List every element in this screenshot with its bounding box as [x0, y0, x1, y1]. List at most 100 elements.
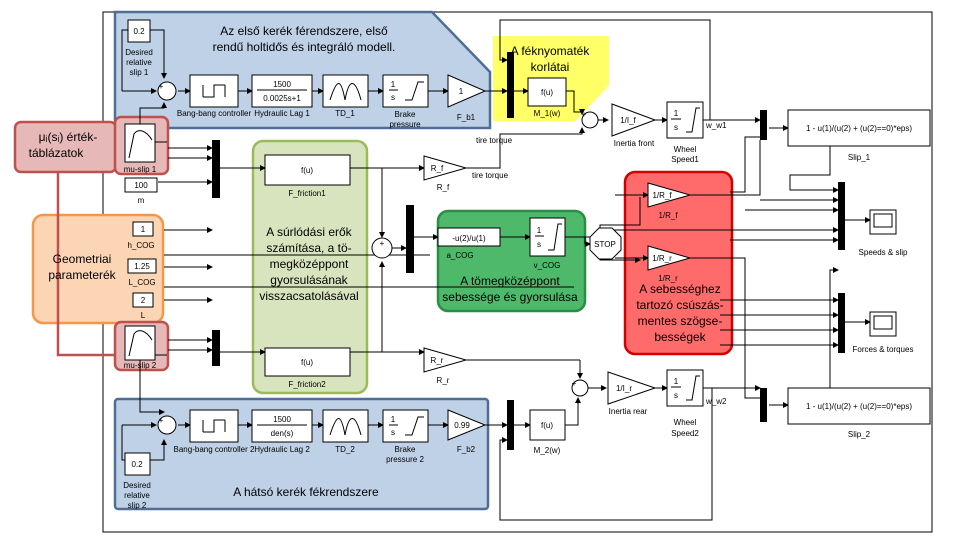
inv-rf-label: 1/R_f [658, 211, 678, 220]
gain-r-f[interactable] [423, 155, 468, 181]
slipfree-annotation-3: mentes szögse- [638, 314, 723, 328]
brake-2-label-1: Brake [395, 445, 416, 454]
wheel-speed-1-int[interactable] [666, 101, 704, 139]
geometry-region [31, 213, 165, 325]
friction-annotation-4: gyorsulásának [270, 273, 348, 287]
torque-limit-annotation-2: korlátai [531, 60, 570, 74]
f-friction-1[interactable] [264, 154, 351, 186]
v-cog-label: v_COG [534, 261, 561, 270]
rear-wheel-sum[interactable] [571, 379, 589, 397]
slipfree-annotation-1: A sebességhez [639, 282, 720, 296]
f-friction-1-label: F_friction1 [288, 189, 326, 198]
gain-inv-rr[interactable] [647, 245, 692, 271]
f-friction-1-text: f(u) [301, 166, 313, 175]
hyd-2-den: den(s) [271, 429, 294, 438]
slipfree-annotation-4: bességek [654, 330, 706, 344]
rear-input-mux[interactable] [212, 330, 220, 366]
mu-slip-1-table[interactable] [124, 123, 156, 163]
geometry-annotation-1: Geometriai [53, 252, 112, 266]
brake-pressure-int-2[interactable] [382, 409, 429, 443]
delay-2-icon [329, 418, 362, 436]
l-cog-const[interactable] [127, 258, 157, 274]
front-wheel-sum[interactable] [581, 111, 599, 129]
td-1[interactable] [322, 74, 369, 108]
int-2-num: 1 [391, 415, 396, 424]
desired-slip-2-const[interactable] [124, 452, 151, 476]
tire-torque-label-1: tire torque [476, 136, 513, 145]
ws2-num: 1 [674, 377, 679, 386]
force-sum-sign: + [380, 239, 385, 248]
cog-mux[interactable] [406, 205, 414, 273]
slip-1-mux[interactable] [760, 110, 767, 140]
speed-mux[interactable] [838, 182, 845, 250]
m1-fcn[interactable] [527, 77, 567, 107]
gain-inv-rf[interactable] [647, 182, 692, 208]
cog-annotation-1: A tömegközéppont [460, 274, 560, 288]
mass-const[interactable] [124, 177, 158, 193]
td-1-label: TD_1 [335, 109, 355, 118]
hydraulic-lag-1[interactable] [251, 74, 313, 108]
h-cog-const[interactable] [132, 221, 154, 237]
gain-f-b1[interactable] [447, 74, 487, 108]
hyd-1-den: 0.0025s+1 [263, 94, 301, 103]
a-cog-fcn[interactable] [437, 227, 501, 247]
rear-torque-mux[interactable] [507, 400, 514, 450]
desired-slip-2-label-2: relative [124, 491, 150, 500]
force-sum[interactable] [371, 237, 393, 259]
desired-slip-2-label-1: Desired [123, 481, 151, 490]
desired-slip-1-label-3: slip 1 [130, 68, 149, 77]
f-b2-value: 0.99 [454, 421, 470, 430]
m1-label: M_1(w) [534, 109, 561, 118]
vcog-num: 1 [537, 226, 542, 235]
slip-2-expr: 1 - u(1)/(u(2) + (u(2)==0)*eps) [806, 402, 912, 411]
hyd-2-label: Hydraulic Lag 2 [254, 445, 310, 454]
mu-slip-1-label: mu-slip 1 [124, 165, 157, 174]
delay-icon [329, 83, 362, 101]
mu-slip-2-table[interactable] [124, 325, 156, 361]
front-sum[interactable] [157, 81, 177, 101]
desired-slip-1-label-1: Desired [125, 48, 153, 57]
mass-label: m [138, 196, 145, 205]
force-mux[interactable] [838, 293, 845, 353]
slip-1-fcn[interactable] [787, 109, 931, 147]
m2-fcn[interactable] [529, 409, 566, 441]
f-friction-2[interactable] [264, 347, 351, 377]
scope-1-label: Speeds & slip [859, 248, 908, 257]
f-b1-label: F_b1 [457, 113, 476, 122]
inertia-front[interactable] [611, 103, 657, 137]
relay-2-icon [202, 419, 226, 433]
inertia-front-value: 1/I_f [620, 116, 636, 125]
int-1-den: s [391, 93, 395, 102]
gain-f-b2[interactable] [447, 409, 487, 441]
desired-slip-2-value: 0.2 [131, 460, 143, 469]
gain-r-r[interactable] [423, 347, 468, 373]
hydraulic-lag-2[interactable] [251, 409, 313, 443]
rear-sum[interactable] [157, 415, 177, 435]
lookup-curve-2-icon [128, 330, 153, 357]
brake-pressure-int-1[interactable] [382, 74, 429, 108]
int-2-den: s [391, 428, 395, 437]
stop-block[interactable] [589, 227, 622, 260]
front-brake-annotation-1: Az első kerék férendszere, első [220, 24, 388, 38]
friction-annotation-3: megközéppont [270, 257, 349, 271]
r-r-value: R_r [431, 356, 444, 365]
ws2-label-2: Speed2 [671, 429, 699, 438]
td-2[interactable] [322, 409, 369, 443]
front-brake-annotation-2: rendű holtidős és integráló modell. [213, 40, 396, 54]
mu-slip-2-label: mu-slip 2 [124, 361, 157, 370]
front-torque-mux[interactable] [507, 52, 514, 118]
inertia-front-label: Inertia front [614, 139, 655, 148]
desired-slip-1-const[interactable] [127, 19, 151, 43]
l-value: 2 [141, 296, 146, 305]
mu-table-annotation-1: μᵢ(sᵢ) érték- [39, 130, 98, 144]
slip-2-fcn[interactable] [787, 387, 931, 425]
slipfree-region [623, 170, 734, 356]
l-const[interactable] [132, 292, 154, 308]
inv-rf-value: 1/R_f [652, 191, 672, 200]
inertia-rear[interactable] [607, 371, 657, 405]
mu-table-connector [56, 172, 115, 357]
w-w2-label: w_w2 [705, 397, 727, 406]
slip-2-mux[interactable] [760, 388, 767, 422]
front-input-mux[interactable] [212, 140, 220, 198]
wheel-speed-2-int[interactable] [666, 369, 704, 407]
